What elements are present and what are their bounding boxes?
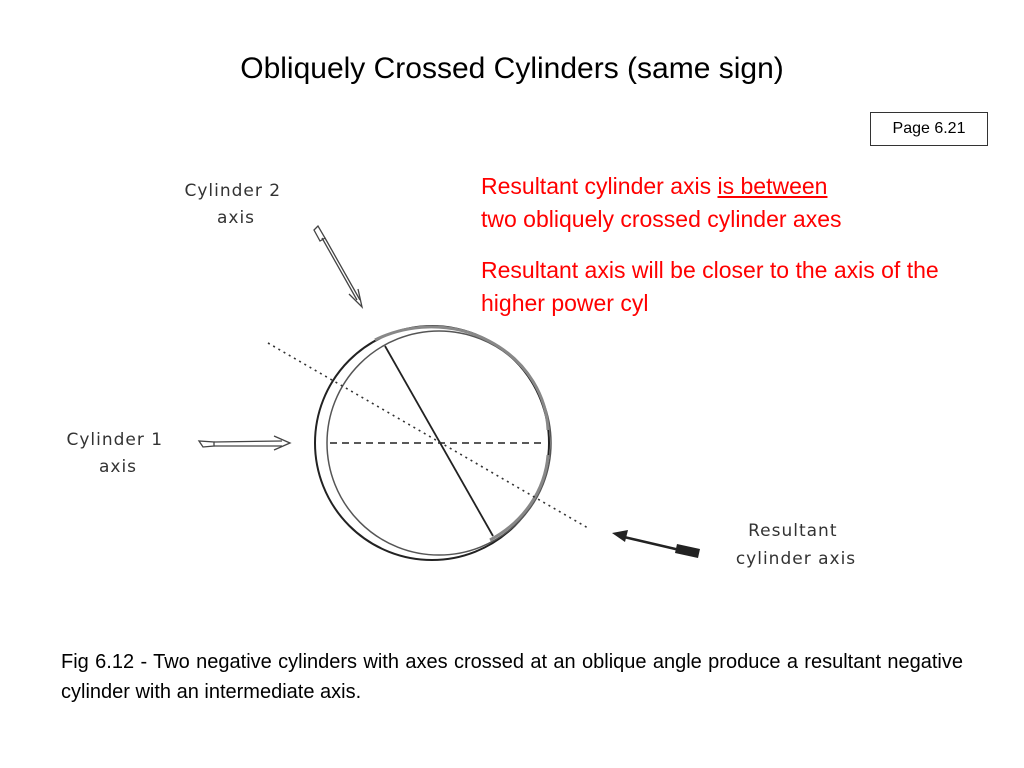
- resultant-arrow-icon: [612, 530, 700, 558]
- resultant-axis-line: [267, 342, 589, 529]
- cylinder1-arrow-icon: [197, 435, 292, 451]
- resultant-label: Resultant cylinder axis: [736, 521, 856, 569]
- note-resultant-between: Resultant cylinder axis is between two o…: [481, 170, 951, 236]
- note-text-after: two obliquely crossed cylinder axes: [481, 206, 842, 232]
- note-closer-to-higher-power: Resultant axis will be closer to the axi…: [481, 257, 939, 316]
- cylinder2-axis-line: [384, 345, 494, 537]
- cylinder2-arrow-icon: [313, 224, 364, 310]
- note-text-before: Resultant cylinder axis: [481, 173, 718, 199]
- figure-caption: Fig 6.12 - Two negative cylinders with a…: [61, 651, 963, 703]
- note-text-underlined: is between: [717, 173, 828, 199]
- cylinder2-label: Cylinder 2 axis: [184, 181, 287, 228]
- lens-circles: [314, 325, 552, 561]
- crossed-cylinders-diagram: Cylinder 2 axis Cylinder 1 axis Resultan…: [66, 181, 856, 569]
- cylinder1-label: Cylinder 1 axis: [66, 430, 169, 477]
- page-reference-box: Page 6.21: [870, 112, 988, 146]
- slide-title: Obliquely Crossed Cylinders (same sign): [240, 52, 784, 85]
